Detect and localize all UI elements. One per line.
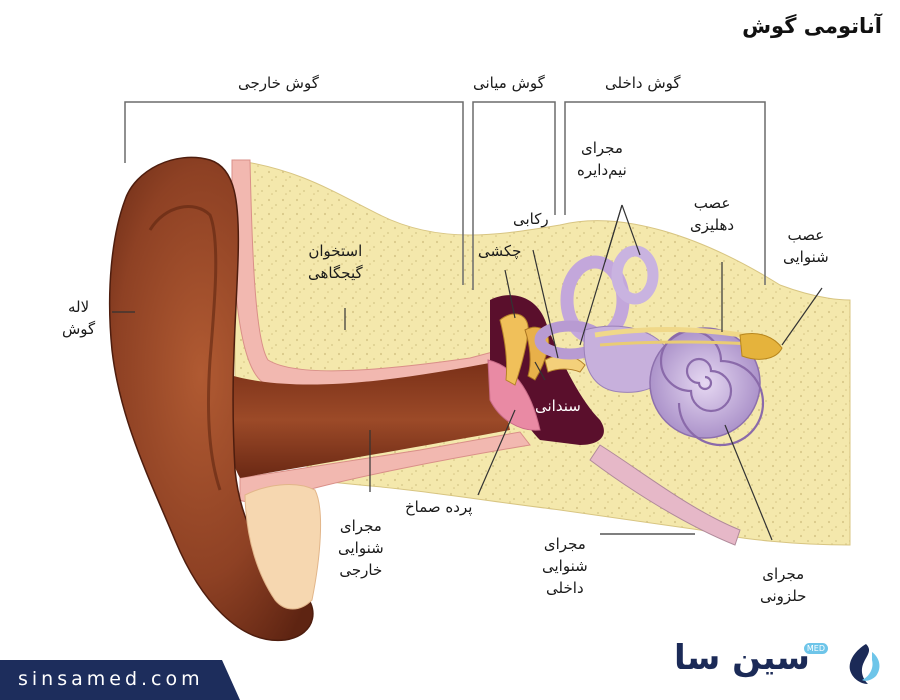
cochlea-shape — [649, 327, 761, 439]
brand-logo-text: سین سا — [674, 638, 810, 678]
page-title: آناتومی گوش — [742, 14, 882, 38]
brand-logo-icon — [849, 644, 880, 684]
malleus-shape — [499, 313, 529, 386]
bracket-inner-ear — [564, 101, 766, 285]
external-canal-shape — [225, 362, 510, 478]
label-eardrum: پرده صماخ — [405, 498, 473, 516]
section-outer-ear: گوش خارجی — [238, 74, 319, 92]
leader-lines — [112, 204, 823, 541]
footer-banner — [0, 660, 240, 700]
label-stapes: رکابی — [513, 210, 549, 228]
label-incus: سندانی — [535, 397, 581, 415]
bracket-middle-ear — [472, 101, 556, 290]
website-link[interactable]: sinsamed.com — [18, 668, 204, 690]
label-malleus: چکشی — [478, 242, 522, 260]
section-inner-ear: گوش داخلی — [605, 74, 681, 92]
brand-badge: MED — [803, 643, 828, 654]
auditory-nerve-bundle — [739, 333, 783, 360]
pinna-inner-fold — [148, 205, 222, 491]
internal-canal-shape — [589, 444, 741, 546]
section-middle-ear: گوش میانی — [473, 74, 545, 92]
cochlea-spiral — [659, 329, 765, 447]
earlobe-tissue — [244, 484, 322, 610]
canal-lining-upper — [231, 159, 501, 389]
bracket-outer-ear — [124, 101, 464, 285]
semicircular-canal-2 — [611, 245, 659, 305]
